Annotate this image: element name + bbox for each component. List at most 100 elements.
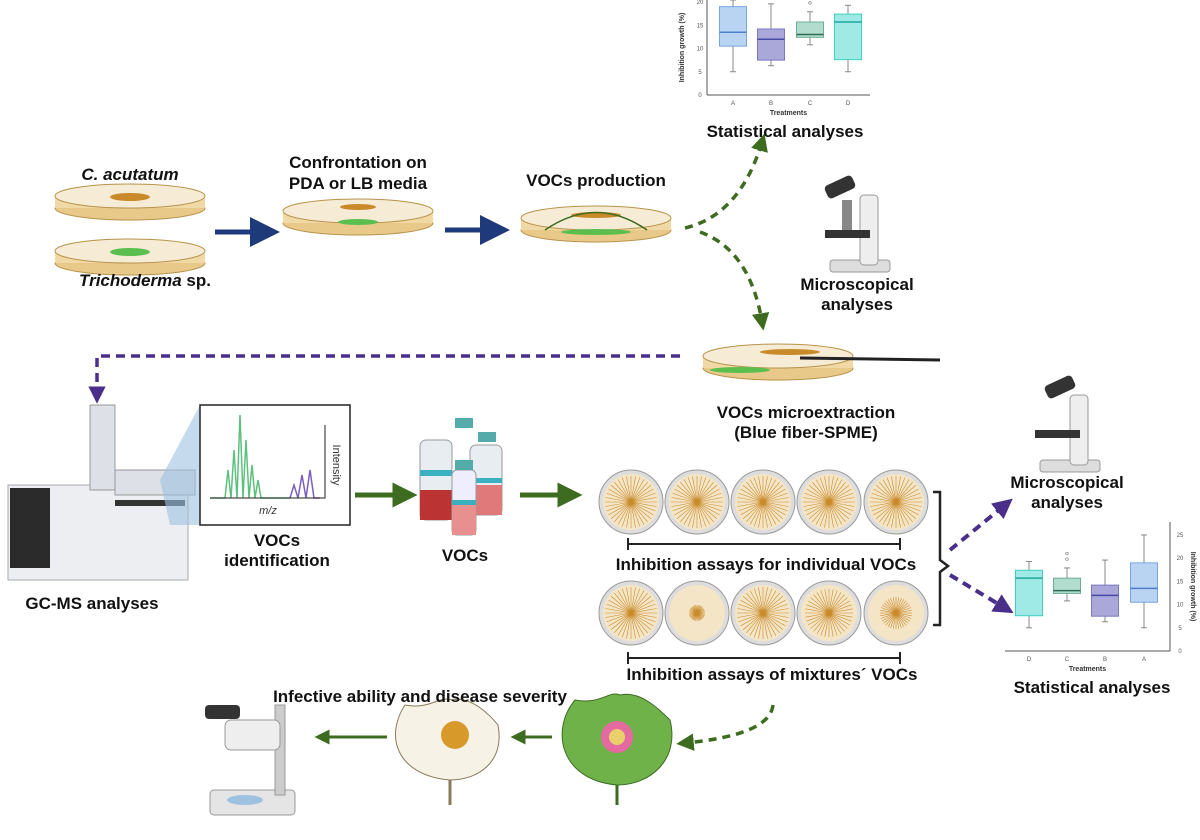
mycelium-hypha (828, 492, 854, 503)
petri-dish-trichoderma (54, 238, 206, 276)
mycelium-hypha (630, 612, 654, 627)
mycelium-hypha (630, 603, 656, 614)
mycelium-hypha (696, 477, 707, 503)
mycelium-hypha (895, 492, 921, 503)
mycelium-hypha (630, 481, 648, 503)
mycelium-hypha (630, 501, 654, 516)
mycelium-hypha (630, 612, 657, 618)
mycelium-hypha (630, 612, 652, 630)
mycelium-hypha (630, 596, 652, 614)
mycelium-hypha (630, 599, 654, 614)
mycelium-hypha (737, 497, 764, 503)
mycelium-hypha (626, 501, 632, 528)
mz-axis-label: m/z (259, 505, 277, 517)
mycelium-hypha (828, 479, 843, 503)
inhibition-plate (664, 580, 730, 646)
x-axis-title: Treatments (770, 110, 807, 117)
confrontation-label-2: PDA or LB media (289, 174, 428, 193)
microscope-icon (1035, 375, 1101, 473)
mycelium-hypha (671, 497, 698, 503)
mycelium-hypha (828, 501, 834, 528)
mycelium-hypha (630, 501, 645, 525)
mycelium-hypha (608, 488, 632, 503)
x-tick-label: D (846, 101, 851, 107)
mycelium-hypha (828, 476, 834, 503)
mycelium-hypha (740, 488, 764, 503)
box-A (1130, 562, 1158, 603)
mycelium-hypha (806, 604, 830, 614)
mycelium-hypha (828, 612, 842, 634)
y-tick-label: 5 (1178, 626, 1182, 632)
mycelium-hypha (742, 612, 764, 630)
mycelium-hypha (630, 501, 656, 512)
petri-dish-c-acutatum (54, 183, 206, 221)
mycelium-hypha (828, 501, 855, 507)
mycelium-hypha (630, 492, 656, 503)
mycelium-hypha (630, 485, 652, 503)
mycelium-hypha (810, 597, 830, 614)
mycelium-hypha (606, 492, 632, 503)
mycelium-hypha (630, 476, 636, 503)
mycelium-hypha (871, 492, 897, 503)
mycelium-hypha (630, 488, 654, 503)
mycelium-hypha (738, 492, 764, 503)
mycelium-hypha (870, 497, 897, 503)
mycelium-hypha (762, 501, 789, 507)
mycelium-hypha (672, 492, 698, 503)
mycelium-hypha (630, 592, 648, 614)
mycelium-hypha (762, 497, 789, 503)
mycelium-hypha (630, 612, 641, 638)
mycelium-hypha (828, 477, 839, 503)
mycelium-hypha (828, 612, 845, 632)
y-tick-label: 15 (697, 23, 704, 29)
mycelium-hypha (606, 612, 632, 623)
mycelium-hypha (630, 501, 641, 527)
identification-label-2: identification (224, 551, 330, 570)
mycelium-hypha (895, 501, 921, 512)
mycelium-hypha (737, 501, 764, 507)
mycelium-hypha (895, 485, 917, 503)
mycelium-hypha (873, 501, 897, 516)
microscope-icon (824, 175, 891, 273)
mycelium-hypha (758, 612, 764, 639)
mycelium-hypha (746, 592, 764, 614)
mycelium-hypha (696, 501, 718, 519)
mycelium-hypha (676, 501, 698, 519)
microextraction-label-1: VOCs microextraction (717, 403, 896, 422)
mycelium-hypha (683, 479, 698, 503)
infected-leaf-icon (395, 698, 500, 805)
mycelium-hypha (824, 612, 830, 637)
mycelium-hypha (626, 587, 632, 614)
mycelium-hypha (605, 501, 632, 507)
mycelium-hypha (687, 477, 698, 503)
mycelium-hypha (608, 501, 632, 516)
y-tick-label: 10 (697, 47, 704, 53)
mycelium-hypha (762, 587, 768, 614)
x-tick-label: C (808, 101, 813, 107)
mycelium-hypha (630, 501, 657, 507)
mycelium-hypha (895, 481, 913, 503)
mycelium-hypha (630, 612, 656, 623)
mycelium-hypha (828, 485, 850, 503)
mycelium-hypha (630, 501, 648, 523)
mycelium-hypha (820, 590, 830, 614)
outlier (1065, 557, 1069, 561)
mycelium-hypha (762, 481, 780, 503)
mycelium-center (694, 610, 700, 616)
y-tick-label: 0 (698, 93, 702, 99)
petri-dish-vocs-production (520, 205, 672, 243)
mycelium-hypha (696, 488, 720, 503)
mycelium-hypha (762, 485, 784, 503)
mycelium-hypha (696, 501, 702, 528)
mycelium-hypha (608, 612, 632, 627)
mycelium-hypha (671, 501, 698, 507)
mycelium-hypha (762, 612, 773, 638)
mycelium-hypha (828, 594, 845, 614)
statistical-analyses-top-label: Statistical analyses (707, 122, 864, 141)
mycelium-hypha (813, 594, 830, 614)
mycelium-hypha (630, 612, 636, 639)
mycelium-hypha (886, 477, 897, 503)
